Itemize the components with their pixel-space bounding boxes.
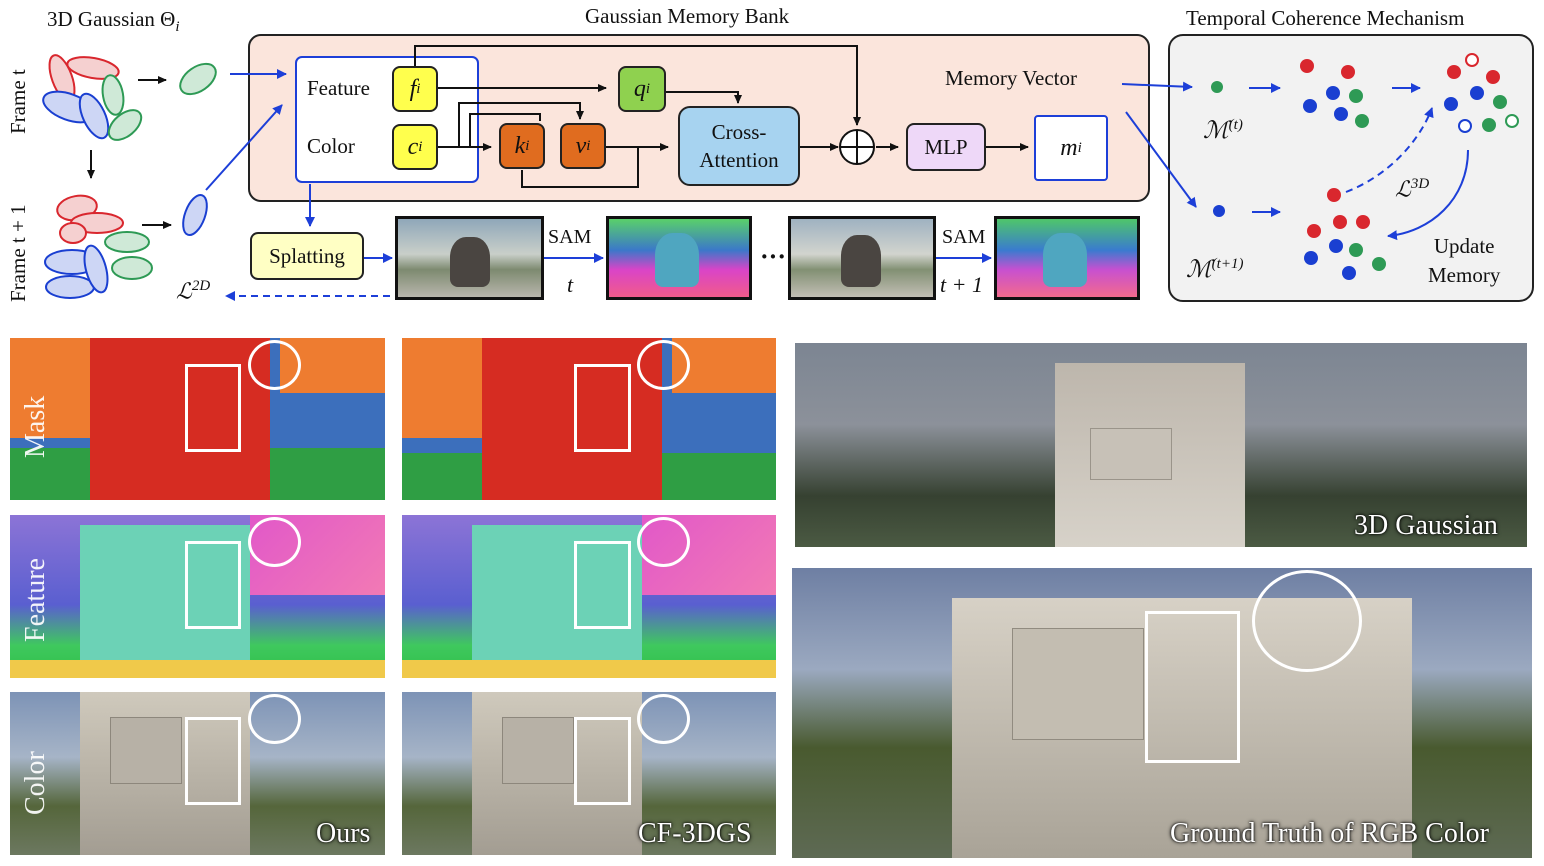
mask-cf3dgs-panel	[402, 338, 776, 500]
frame-t1-label: Frame t + 1	[6, 204, 30, 302]
render-thumb-t	[395, 216, 544, 300]
framework-diagram-svg	[42, 34, 1534, 302]
ellipsis: ···	[760, 242, 787, 271]
caption-ours: Ours	[316, 818, 371, 849]
sam-label-t1: SAM	[942, 226, 986, 248]
memory-cluster-t1	[1304, 188, 1386, 280]
highlight-circle	[637, 517, 690, 567]
caption-gaussian-3d: 3D Gaussian	[1354, 510, 1498, 541]
memory-t1-label: ℳ(t+1)	[1186, 256, 1244, 283]
caption-ground-truth: Ground Truth of RGB Color	[1170, 818, 1489, 849]
memory-cluster-updated	[1444, 53, 1519, 133]
loss-2d-label: ℒ2D	[176, 278, 211, 304]
highlight-rect	[1145, 611, 1240, 763]
feature-label: Feature	[307, 76, 370, 100]
frame-t-label: Frame t	[6, 69, 30, 134]
highlight-rect	[185, 364, 241, 452]
temporal-title: Temporal Coherence Mechanism	[1186, 6, 1465, 30]
sam-thumb-t	[606, 216, 752, 300]
sam-thumb-t1	[994, 216, 1140, 300]
highlight-circle	[248, 694, 301, 744]
highlight-rect	[185, 717, 241, 805]
gaussian-title: 3D Gaussian Θi	[47, 7, 180, 36]
highlight-circle	[248, 517, 301, 567]
row-label-feature: Feature	[20, 558, 51, 642]
row-label-color: Color	[20, 751, 51, 815]
temporal-panel	[1168, 34, 1534, 302]
time-t1-label: t + 1	[940, 272, 983, 297]
color-label: Color	[307, 134, 355, 158]
render-thumb-t1	[788, 216, 936, 300]
gaussian-3d-render-panel	[795, 343, 1527, 547]
highlight-circle	[637, 340, 690, 390]
highlight-rect	[574, 364, 631, 452]
highlight-rect	[574, 541, 631, 629]
highlight-circle	[248, 340, 301, 390]
cross-attention-box: Cross-Attention	[678, 106, 800, 186]
highlight-rect	[185, 541, 241, 629]
highlight-circle	[1252, 570, 1362, 672]
loss-3d-label: ℒ3D	[1395, 176, 1430, 202]
ground-truth-panel	[792, 568, 1532, 858]
splatting-box: Splatting	[250, 232, 364, 280]
sam-label-t: SAM	[548, 226, 592, 248]
caption-cf3dgs: CF-3DGS	[638, 818, 752, 849]
gaussians-frame-t1	[44, 194, 153, 299]
time-t-label: t	[567, 272, 574, 297]
memory-vector-label: Memory Vector	[945, 66, 1077, 90]
memory-bank-title: Gaussian Memory Bank	[585, 4, 790, 28]
selected-gaussian-green	[179, 62, 217, 96]
memory-cluster-t	[1300, 59, 1369, 128]
highlight-rect	[574, 717, 631, 805]
feature-cf3dgs-panel	[402, 515, 776, 678]
highlight-circle	[637, 694, 690, 744]
mlp-box: MLP	[906, 123, 986, 171]
row-label-mask: Mask	[20, 395, 51, 458]
gaussians-frame-t	[42, 54, 143, 141]
memory-t-label: ℳ(t)	[1203, 117, 1243, 144]
color-cf3dgs-panel	[402, 692, 776, 855]
selected-gaussian-blue	[182, 193, 208, 237]
